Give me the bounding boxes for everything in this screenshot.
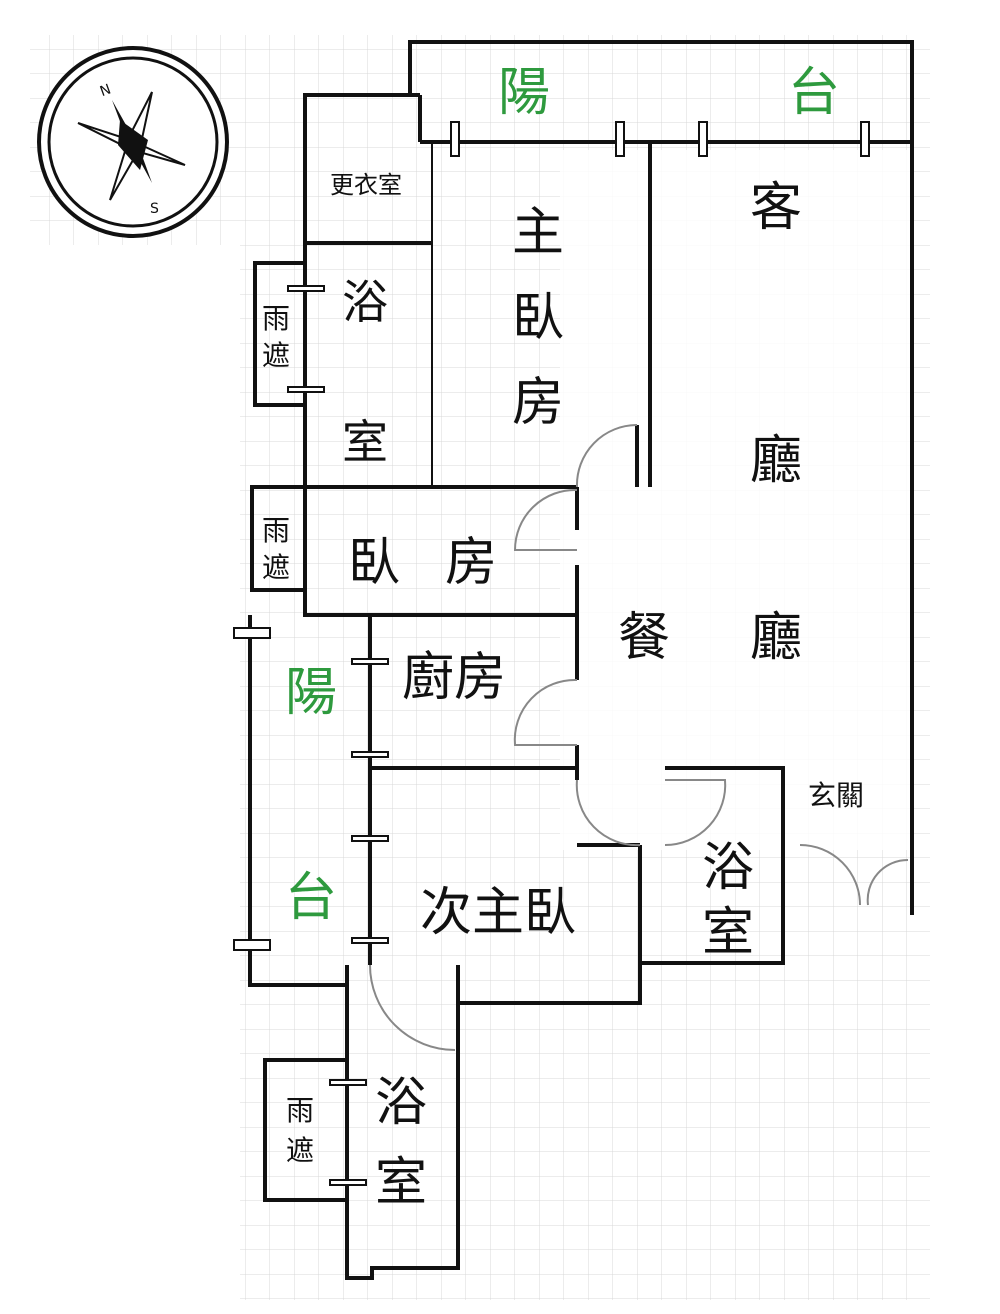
dining-room-label-1: 餐 — [618, 608, 670, 668]
balcony-top-label-1: 陽 — [498, 63, 550, 123]
balcony-west-label-2: 台 — [285, 868, 337, 928]
second-master-label: 次主臥 — [420, 883, 576, 943]
rain-cover-2-label-2: 遮 — [262, 551, 290, 584]
bathroom-second-label-2: 室 — [375, 1153, 427, 1213]
bathroom-guest-label-2: 室 — [702, 903, 754, 963]
rain-cover-1-label-2: 遮 — [262, 339, 290, 372]
dining-room-label-2: 廳 — [750, 608, 802, 668]
kitchen-label: 廚房 — [402, 648, 506, 708]
grid-background — [30, 35, 930, 1300]
bathroom-master-label-2: 室 — [342, 415, 388, 469]
windows — [233, 121, 870, 1186]
room-labels: 陽 台 客 廳 主 臥 房 更衣室 浴 室 雨 遮 雨 遮 雨 遮 臥 房 廚房… — [262, 63, 864, 1213]
bedroom-label-1: 臥 — [348, 533, 400, 593]
compass-north-label: N — [98, 82, 113, 101]
door-swings — [369, 145, 909, 1051]
walls — [248, 40, 914, 1280]
living-room-label-1: 客 — [750, 178, 802, 238]
rain-cover-3-label-2: 遮 — [286, 1134, 314, 1167]
master-bedroom-label-1: 主 — [512, 203, 564, 263]
balcony-west-label-1: 陽 — [285, 663, 337, 723]
bathroom-master-label-1: 浴 — [342, 275, 388, 329]
rain-cover-3-label-1: 雨 — [286, 1094, 314, 1127]
bathroom-second-label-1: 浴 — [375, 1073, 427, 1133]
living-room-label-2: 廳 — [750, 431, 802, 491]
master-bedroom-label-2: 臥 — [512, 288, 564, 348]
entrance-label: 玄關 — [808, 779, 864, 812]
bedroom-label-2: 房 — [445, 533, 497, 593]
balcony-top-label-2: 台 — [788, 63, 840, 123]
rain-cover-1-label-1: 雨 — [262, 302, 290, 335]
dressing-room-label: 更衣室 — [330, 171, 402, 199]
rain-cover-2-label-1: 雨 — [262, 514, 290, 547]
compass-icon: N S — [37, 46, 229, 238]
master-bedroom-label-3: 房 — [512, 373, 564, 433]
bathroom-guest-label-1: 浴 — [702, 838, 754, 898]
compass-south-label: S — [150, 201, 159, 217]
